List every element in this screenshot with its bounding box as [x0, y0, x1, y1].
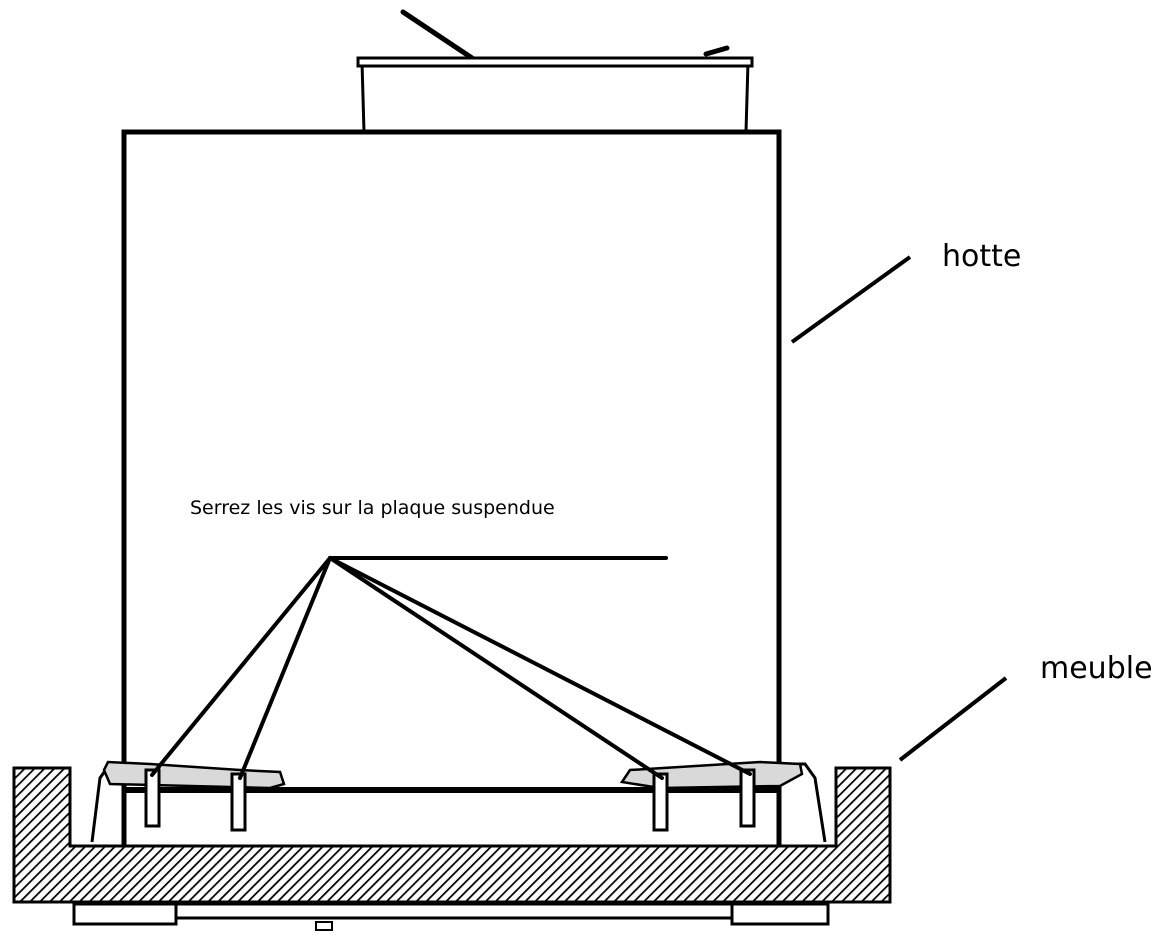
hood-leader-line: [790, 255, 912, 344]
cabinet-label: meuble: [1040, 651, 1153, 686]
cabinet: [12, 766, 892, 931]
hood-label: hotte: [942, 239, 1021, 274]
cabinet-leader-line: [898, 676, 1008, 762]
bracket-right: [619, 760, 804, 832]
screw-right-2: [739, 768, 756, 828]
screw-left-1: [144, 768, 161, 828]
screw-right-1: [652, 772, 669, 832]
screws-instruction-label: Serrez les vis sur la plaque suspendue: [190, 497, 555, 519]
outlet-collar: [356, 9, 754, 134]
screw-left-2: [230, 772, 247, 832]
screws-leader-lines: [150, 556, 752, 780]
bracket-left: [102, 760, 286, 832]
hood-body: [121, 129, 782, 851]
